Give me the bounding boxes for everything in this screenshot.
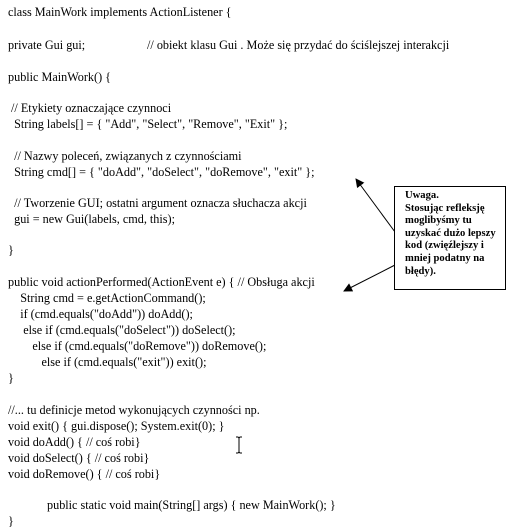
code-line: } (8, 371, 14, 385)
code-line: else if (cmd.equals("doSelect")) doSelec… (8, 323, 236, 337)
code-line: // Nazwy poleceń, związanych z czynności… (8, 149, 242, 163)
code-line: public void actionPerformed(ActionEvent … (8, 275, 315, 289)
code-line: void doSelect() { // coś robi} (8, 451, 150, 465)
code-line: } (8, 514, 14, 528)
code-line: void exit() { gui.dispose(); System.exit… (8, 419, 225, 433)
code-line: // Etykiety oznaczające czynnoci (8, 101, 172, 115)
code-line: public static void main(String[] args) {… (47, 498, 336, 512)
code-line: if (cmd.equals("doAdd")) doAdd(); (8, 307, 193, 321)
note-box: Uwaga. Stosując refleksję moglibyśmy tu … (394, 186, 506, 290)
code-line: gui = new Gui(labels, cmd, this); (8, 212, 175, 226)
arrow-icon (355, 178, 396, 233)
code-line: String labels[] = { "Add", "Select", "Re… (8, 117, 288, 131)
note-title: Uwaga. (405, 190, 439, 201)
arrow-icon (343, 264, 396, 292)
code-line: String cmd[] = { "doAdd", "doSelect", "d… (8, 165, 315, 179)
code-line: private Gui gui; (8, 38, 86, 52)
code-line: //... tu definicje metod wykonujących cz… (8, 403, 260, 417)
text-cursor-icon (236, 436, 242, 454)
code-line: void doAdd() { // coś robi} (8, 435, 141, 449)
code-line: String cmd = e.getActionCommand(); (8, 291, 206, 305)
code-line: // Tworzenie GUI; ostatni argument oznac… (8, 196, 307, 210)
code-line: void doRemove() { // coś robi} (8, 467, 161, 481)
code-line: else if (cmd.equals("exit")) exit(); (8, 355, 207, 369)
code-line: class MainWork implements ActionListener… (8, 5, 232, 19)
note-body: Stosując refleksję moglibyśmy tu uzyskać… (405, 202, 496, 277)
code-line: else if (cmd.equals("doRemove")) doRemov… (8, 339, 267, 353)
code-comment: // obiekt klasu Gui . Może się przydać d… (147, 38, 450, 52)
code-line: } (8, 243, 14, 257)
code-line: public MainWork() { (8, 70, 112, 84)
